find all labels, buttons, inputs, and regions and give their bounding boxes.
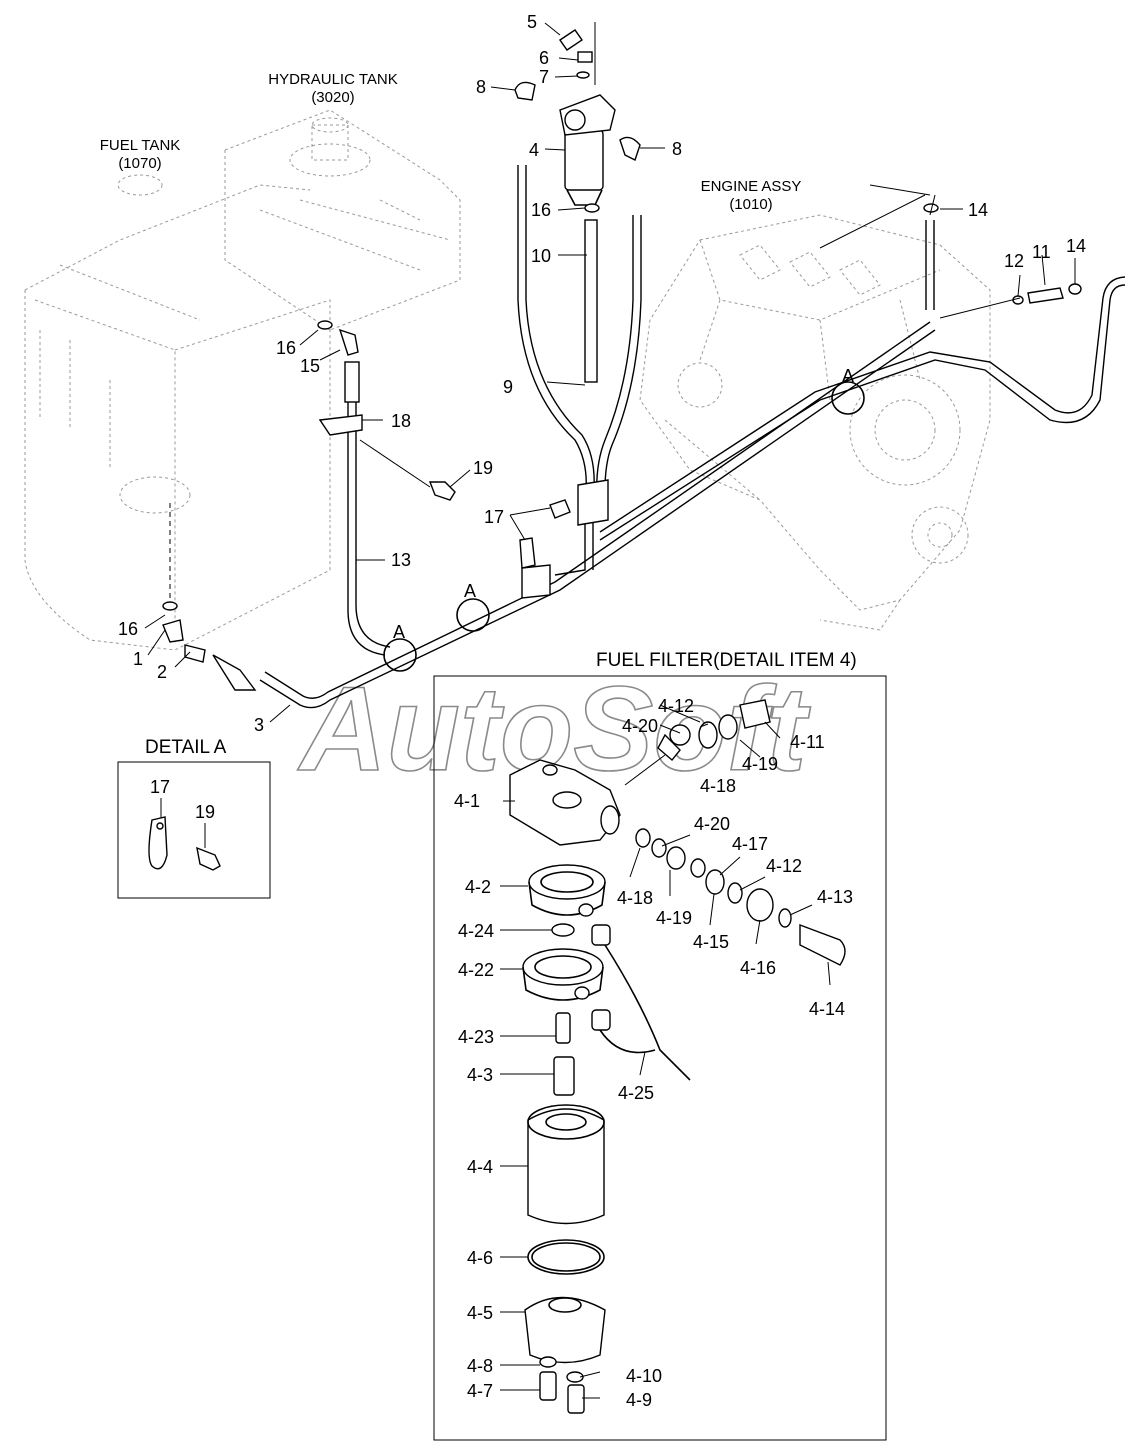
callout-13: 13 [391,550,411,570]
filter-callout-4-7: 4-7 [467,1381,493,1401]
filter-callout-4-9: 4-9 [626,1390,652,1410]
filter-callout-4-18-mid: 4-18 [617,888,653,908]
callout-16-top: 16 [531,200,551,220]
filter-callout-4-11: 4-11 [790,732,825,752]
callout-19: 19 [473,458,493,478]
filter-callout-4-19-mid: 4-19 [656,908,692,928]
filter-callout-4-16: 4-16 [740,958,776,978]
filter-callout-4-22: 4-22 [458,960,494,980]
callout-10: 10 [531,246,551,266]
section-a-engine: A [842,366,854,386]
detail-callout-19: 19 [195,802,215,822]
callout-3: 3 [254,715,264,735]
filter-callout-4-20-top: 4-20 [622,716,658,736]
callout-7: 7 [539,67,549,87]
section-a-mid: A [464,581,476,601]
filter-callout-4-18-top: 4-18 [700,776,736,796]
filter-callout-4-4: 4-4 [467,1157,493,1177]
filter-callout-4-8: 4-8 [467,1356,493,1376]
section-circles [383,381,865,672]
clamps-17 [519,479,609,599]
filter-callout-4-12-mid: 4-12 [766,856,802,876]
fuel-tank-code: (1070) [118,155,161,172]
filter-callout-4-23: 4-23 [458,1027,494,1047]
filter-callout-4-14: 4-14 [809,999,845,1019]
callout-9: 9 [503,377,513,397]
callout-4: 4 [529,140,539,160]
filter-callout-4-17: 4-17 [732,834,768,854]
section-a-lower: A [393,622,405,642]
callout-18: 18 [391,411,411,431]
callout-1: 1 [133,649,143,669]
filter-callout-4-12-top: 4-12 [658,696,694,716]
callout-16-lower: 16 [118,619,138,639]
filter-callout-4-6: 4-6 [467,1248,493,1268]
filter-callout-4-13: 4-13 [817,887,853,907]
callout-14-top: 14 [968,200,988,220]
filter-head-assembly [559,94,616,206]
filter-callout-4-15: 4-15 [693,932,729,952]
fuel-tank-label: FUEL TANK [100,137,181,154]
fitting-11-group [1012,283,1082,305]
callout-6: 6 [539,48,549,68]
section-markers: A A A [393,366,854,642]
fittings-top [514,29,939,213]
leader-lines [144,22,1076,723]
hydraulic-tank-label: HYDRAULIC TANK [268,71,397,88]
fuel-lines [259,165,1126,709]
engine-assy-code: (1010) [729,196,772,213]
filter-callout-4-20-mid: 4-20 [694,814,730,834]
filter-callout-4-19-top: 4-19 [742,754,778,774]
filter-callout-4-3: 4-3 [467,1065,493,1085]
engine-assy-outline [639,214,991,631]
callout-5: 5 [527,12,537,32]
filter-callout-4-24: 4-24 [458,921,494,941]
filter-callout-4-10: 4-10 [626,1366,662,1386]
hydraulic-tank-code: (3020) [311,89,354,106]
filter-callout-4-25: 4-25 [618,1083,654,1103]
callout-14-right: 14 [1066,236,1086,256]
callout-16-tank: 16 [276,338,296,358]
detail-a-title: DETAIL A [145,737,227,758]
hydraulic-tank-outline [224,109,461,331]
callout-2: 2 [157,662,167,682]
fuel-tank-outline [24,174,331,651]
main-callouts: 5 6 7 8 8 4 16 10 14 12 11 14 16 15 9 18… [118,12,1086,735]
callout-17: 17 [484,507,504,527]
callout-11: 11 [1032,242,1051,262]
tank-fittings [162,320,456,691]
callout-15: 15 [300,356,320,376]
engine-assy-label: ENGINE ASSY [701,178,802,195]
filter-callout-4-5: 4-5 [467,1303,493,1323]
callout-8-left: 8 [476,77,486,97]
assembly-labels: FUEL TANK (1070) HYDRAULIC TANK (3020) E… [100,71,802,213]
callout-12: 12 [1004,251,1024,271]
fuel-filter-title: FUEL FILTER(DETAIL ITEM 4) [596,650,857,671]
filter-callout-4-2: 4-2 [465,877,491,897]
detail-a-panel: DETAIL A 17 19 [117,737,271,899]
filter-callout-4-1: 4-1 [454,791,480,811]
callout-8-right: 8 [672,139,682,159]
fuel-filter-detail-panel: FUEL FILTER(DETAIL ITEM 4) [433,650,887,1441]
detail-callout-17: 17 [150,777,170,797]
